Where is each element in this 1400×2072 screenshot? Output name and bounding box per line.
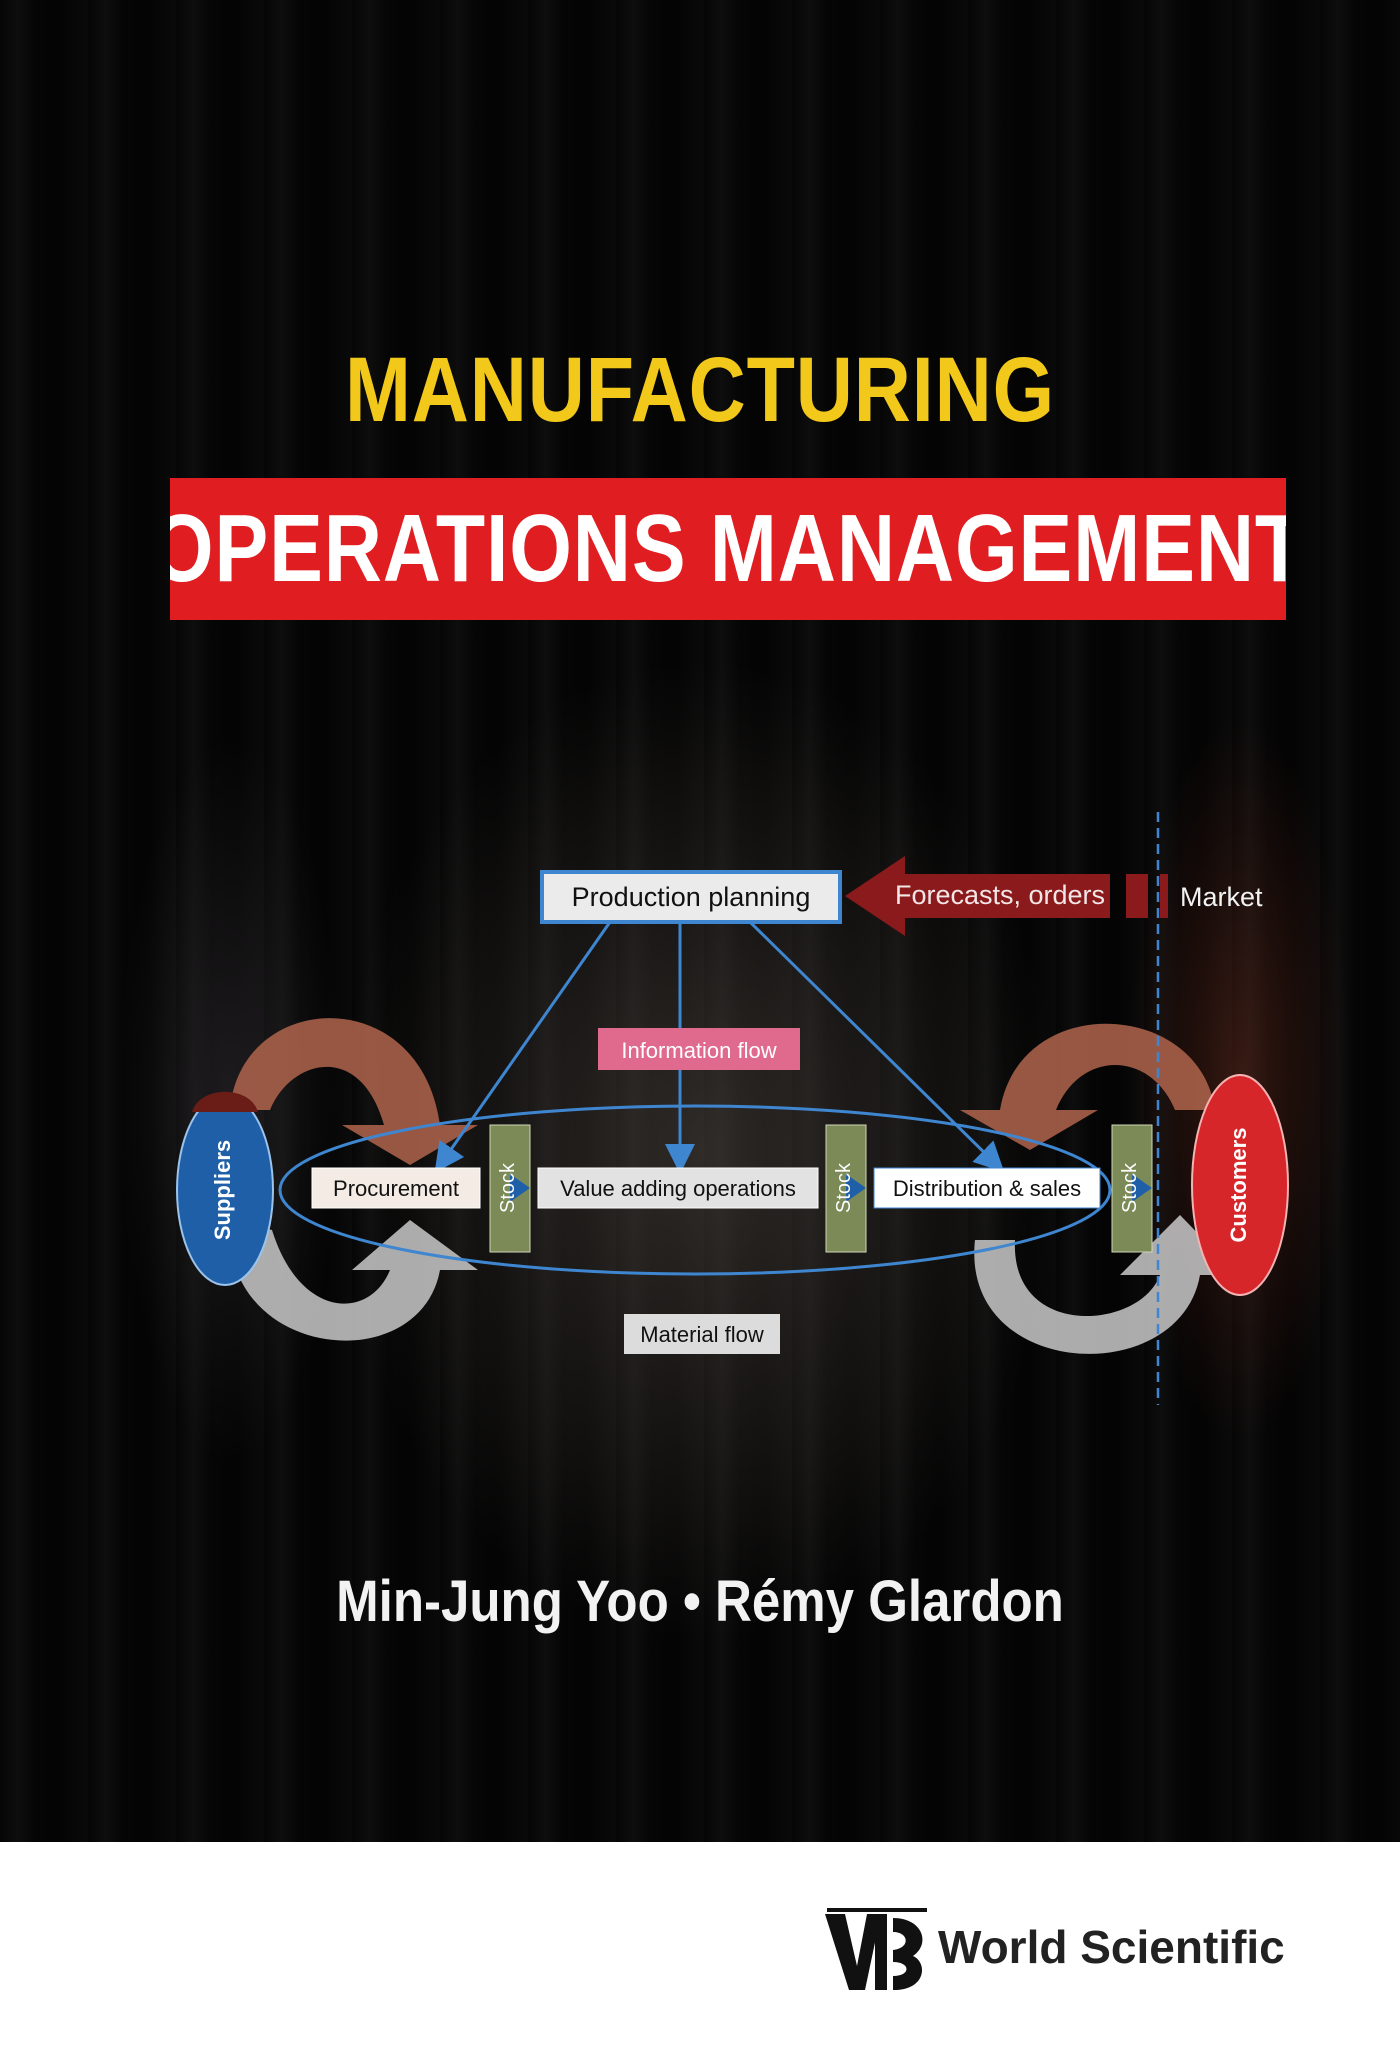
material-flow-box — [624, 1314, 780, 1354]
value-adding-label: Value adding operations — [560, 1176, 796, 1201]
suppliers-top-cap — [192, 1091, 258, 1112]
information-flow-box — [598, 1028, 800, 1070]
market-label: Market — [1180, 882, 1263, 912]
publisher-name: World Scientific — [938, 1921, 1285, 1973]
publisher-band — [0, 1842, 1400, 2072]
suppliers-label: Suppliers — [210, 1140, 235, 1240]
customer-return-arrow-bottom — [974, 1215, 1238, 1354]
procurement-box — [311, 1167, 481, 1209]
customers-ellipse — [1191, 1074, 1289, 1296]
info-line-distribution — [748, 920, 1005, 1173]
title-banner: OPERATIONS MANAGEMENT — [170, 478, 1286, 620]
world-scientific-logo-icon — [825, 1908, 927, 1990]
forecasts-label: Forecasts, orders — [895, 880, 1105, 910]
title-line-2: OPERATIONS MANAGEMENT — [170, 495, 1286, 602]
procurement-label: Procurement — [333, 1176, 459, 1201]
distribution-label: Distribution & sales — [893, 1176, 1081, 1201]
customers-label: Customers — [1226, 1128, 1251, 1243]
stock-1-arrow — [510, 1174, 530, 1202]
info-line-procurement — [434, 921, 612, 1173]
material-flow-label: Material flow — [640, 1322, 764, 1347]
stock-3-arrow — [1132, 1174, 1152, 1202]
stock-1-label: Stock — [497, 1162, 519, 1213]
stock-2-label: Stock — [833, 1162, 855, 1213]
production-planning-box — [540, 870, 842, 924]
title-line-1: MANUFACTURING — [344, 339, 1056, 441]
forecasts-arrow — [845, 856, 1110, 936]
production-planning-label: Production planning — [572, 882, 811, 912]
forecasts-tail-1 — [1126, 874, 1148, 918]
stock-2-arrow — [846, 1174, 866, 1202]
authors: Min-Jung Yoo • Rémy Glardon — [336, 1569, 1064, 1634]
forecasts-tail-2 — [1160, 874, 1168, 918]
distribution-box — [873, 1167, 1101, 1209]
value-adding-box — [537, 1167, 819, 1209]
stock-3-label: Stock — [1119, 1162, 1141, 1213]
customer-return-arrow-top — [960, 1023, 1215, 1150]
material-flow-loop — [278, 1104, 1112, 1276]
operations-diagram: Suppliers Customers Production planning … — [176, 812, 1289, 1405]
supplier-return-arrow-bottom — [229, 1220, 478, 1341]
information-flow-label: Information flow — [621, 1038, 776, 1063]
